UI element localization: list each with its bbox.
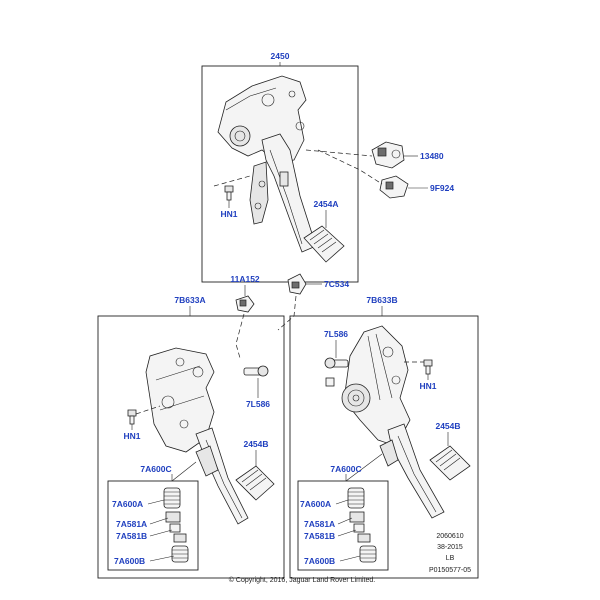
switch-13480 xyxy=(371,141,405,169)
dash-hn1-left xyxy=(135,405,161,415)
assembly-7b633a-box xyxy=(97,315,285,579)
callout-11a152: 11A152 xyxy=(230,274,260,284)
dash-13480 xyxy=(305,149,373,157)
callout-2454b-right: 2454B xyxy=(435,421,460,431)
dash-9f924 xyxy=(317,149,383,185)
leader-7a581a-right xyxy=(337,517,353,525)
leader-7a600c-left-b xyxy=(171,461,197,482)
leader-7a581b-left xyxy=(149,529,173,537)
pin-7l586-left xyxy=(243,365,269,377)
callout-hn1-top: HN1 xyxy=(220,209,237,219)
leader-7a600a-left xyxy=(147,499,165,505)
leader-7a600c-right-b xyxy=(345,453,383,482)
bolt-hn1-right xyxy=(423,359,433,375)
callout-7a600b-right: 7A600B xyxy=(304,556,335,566)
bolt-hn1-top xyxy=(224,185,234,201)
callout-7a600a-left: 7A600A xyxy=(112,499,143,509)
callout-2454b-left: 2454B xyxy=(243,439,268,449)
brake-pedal-assembly-left xyxy=(145,347,275,525)
callout-7a581b-right: 7A581B xyxy=(304,531,335,541)
callout-7l586-left: 7L586 xyxy=(246,399,270,409)
leader-7a581a-left xyxy=(149,517,169,525)
callout-7a600c-right: 7A600C xyxy=(330,464,361,474)
brake-pedal-assembly-right xyxy=(341,325,471,519)
spring-kit-right xyxy=(347,487,377,563)
switch-9f924 xyxy=(379,175,409,199)
callout-13480: 13480 xyxy=(420,151,444,161)
spring-kit-left-box xyxy=(107,480,199,571)
connector-11a152 xyxy=(235,295,255,313)
callout-2450: 2450 xyxy=(271,51,290,61)
callout-7c534: 7C534 xyxy=(324,279,349,289)
callout-7a600c-left: 7A600C xyxy=(140,464,171,474)
leader-7a600a-right xyxy=(335,499,349,505)
assembly-7b633b-box xyxy=(289,315,479,579)
callout-7a581b-left: 7A581B xyxy=(116,531,147,541)
leader-7a581b-right xyxy=(337,529,357,537)
callout-7b633a: 7B633A xyxy=(174,295,205,305)
callout-hn1-left: HN1 xyxy=(123,431,140,441)
spring-kit-right-box xyxy=(297,480,389,571)
brake-pedal-assembly-top xyxy=(217,75,345,263)
callout-7a581a-left: 7A581A xyxy=(116,519,147,529)
dash-7c534 xyxy=(277,295,297,331)
copyright-text: © Copyright, 2016, Jaguar Land Rover Lim… xyxy=(229,576,375,584)
diagram-code-1: 2060610 xyxy=(436,533,463,540)
dash-hn1-top xyxy=(213,175,251,187)
callout-9f924: 9F924 xyxy=(430,183,454,193)
leader-7a600b-right xyxy=(339,555,361,562)
connector-7c534 xyxy=(287,273,307,295)
bolt-hn1-left xyxy=(127,409,137,425)
callout-7a581a-right: 7A581A xyxy=(304,519,335,529)
callout-2454a: 2454A xyxy=(313,199,338,209)
diagram-code-3: LB xyxy=(446,555,455,562)
diagram-code-2: 38-2015 xyxy=(437,544,463,551)
callout-7a600a-right: 7A600A xyxy=(300,499,331,509)
callout-7b633b: 7B633B xyxy=(366,295,397,305)
dash-11a152 xyxy=(235,313,245,359)
callout-7l586-right: 7L586 xyxy=(324,329,348,339)
spring-kit-left xyxy=(163,487,189,563)
callout-7a600b-left: 7A600B xyxy=(114,556,145,566)
callout-hn1-right: HN1 xyxy=(419,381,436,391)
diagram-code-4: P0150577-05 xyxy=(429,567,471,574)
pin-7l586-right xyxy=(324,357,349,387)
leader-7a600b-left xyxy=(149,555,175,562)
